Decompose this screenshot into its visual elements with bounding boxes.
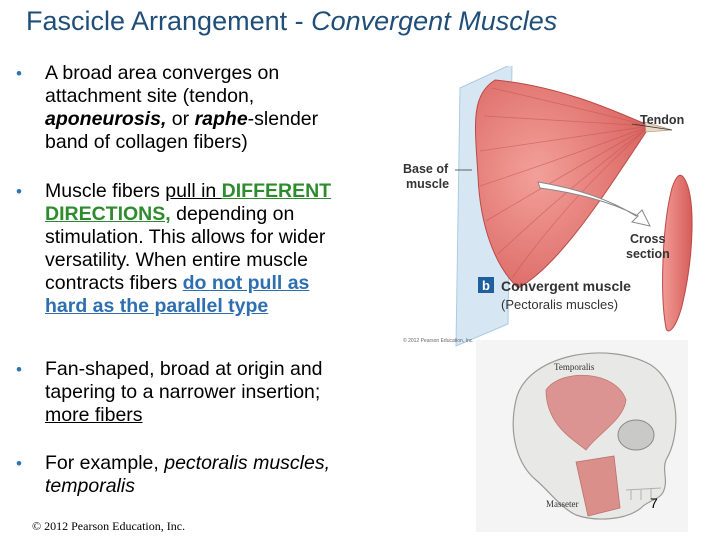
bullet-line: attachment site (tendon, [45,85,255,107]
emphasis-different: DIFFERENT [221,180,332,202]
bullet-line: A broad area converges on [45,62,280,84]
bullet-line: For example, pectoralis muscles, [45,452,331,474]
copyright: © 2012 Pearson Education, Inc. [32,519,186,533]
emphasis-not-pull: do not pull as [182,272,310,294]
emphasis-directions: DIRECTIONS, [45,203,171,225]
figure-credit: © 2012 Pearson Education, Inc. [403,337,474,344]
bullet-line: band of collagen fibers) [45,131,248,153]
term-aponeurosis: aponeurosis, [45,108,167,130]
caption-sub: (Pectoralis muscles) [501,297,618,312]
bullet-item-directions: • Muscle fibers pull in DIFFERENT DIRECT… [14,180,331,318]
bullet-line: Muscle fibers pull in DIFFERENT [45,180,332,202]
bullet-line: DIRECTIONS, depending on [45,203,295,225]
label-section: section [626,247,670,261]
slide-title: Fascicle Arrangement - Convergent Muscle… [26,6,557,37]
bullet-marker: • [16,360,22,379]
muscle-belly [474,79,651,289]
label-muscle: muscle [406,177,449,191]
bullet-line: tapering to a narrower insertion; [45,381,321,403]
bullet-line: contracts fibers do not pull as [45,272,310,294]
teeth [625,487,662,500]
term-raphe: raphe [194,108,248,130]
bullet-item-convergence: • A broad area converges on attachment s… [14,62,318,154]
title-italic: Convergent Muscles [311,6,558,36]
temporalis-muscle [545,374,627,451]
bullet-item-example: • For example, pectoralis muscles, tempo… [14,452,330,498]
convergent-muscle-figure: Base of muscle Tendon Cross section b Co… [403,66,693,347]
bullet-marker: • [16,182,22,201]
muscle-fibers [479,87,651,279]
masseter-muscle [575,455,621,517]
tendon [644,121,673,133]
bullet-marker: • [16,454,22,473]
title-main: Fascicle Arrangement - [26,6,312,36]
label-base-of: Base of [403,162,449,176]
label-cross: Cross [630,232,665,246]
panel-letter: b [482,278,490,293]
bullet-marker: • [16,64,22,83]
label-tendon: Tendon [640,113,684,127]
bullet-line: stimulation. This allows for wider [45,226,326,248]
bullet-line: temporalis [45,475,135,497]
bullet-item-fan-shaped: • Fan-shaped, broad at origin and taperi… [14,358,323,427]
bullet-line: hard as the parallel type [45,295,331,318]
bullet-line: more fibers [45,404,143,426]
bullet-line: aponeurosis, or raphe-slender [45,108,319,130]
skull-muscle-figure: Temporalis Masseter [476,340,688,532]
bullet-line: Fan-shaped, broad at origin and [45,358,323,380]
arrow-icon [537,181,651,227]
emphasis-parallel: hard as the parallel type [45,295,269,317]
bullet-line: versatility. When entire muscle [45,249,308,271]
page-number: 7 [650,495,658,511]
caption-title: Convergent muscle [501,278,631,294]
label-temporalis: Temporalis [554,362,595,372]
cross-section [662,174,693,332]
eye-socket [617,419,655,451]
panel-badge [478,277,494,293]
label-masseter: Masseter [546,499,579,509]
